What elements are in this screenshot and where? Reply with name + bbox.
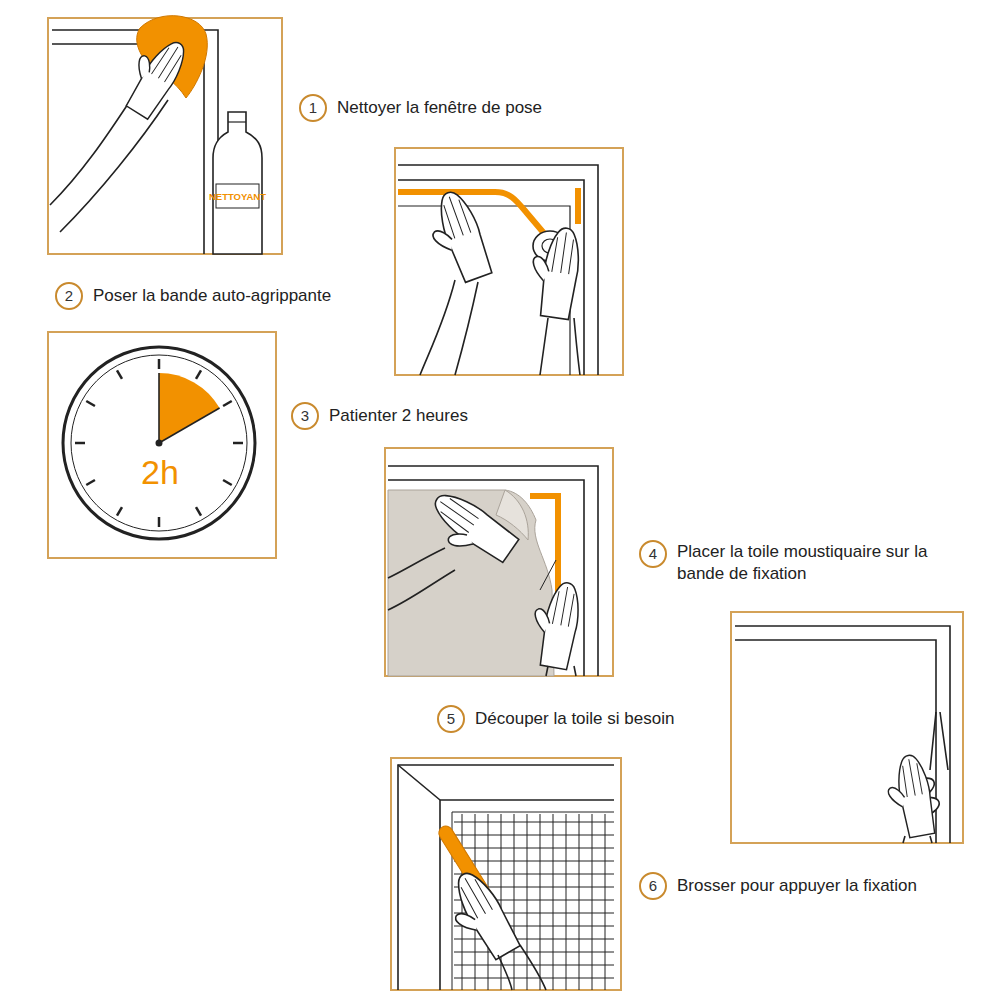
panel-clock-part-part xyxy=(117,507,122,516)
panel-clock-part-part xyxy=(86,401,95,406)
panel-brush-part-part xyxy=(454,952,614,953)
step-instruction: Patienter 2 heures xyxy=(329,405,468,427)
panel-brush-part xyxy=(398,765,440,800)
panel-mesh-part xyxy=(388,466,598,676)
panel-tape-part xyxy=(398,180,584,375)
panel-clock-part xyxy=(159,373,220,443)
panel-clean-part xyxy=(50,86,140,205)
step-circle: 5Découper la toile si besoin xyxy=(437,705,465,733)
step-instruction: Nettoyer la fenêtre de pose xyxy=(337,97,542,119)
panel-tape-part xyxy=(398,165,598,375)
panel-brush-part-part xyxy=(592,814,593,990)
panel-cut xyxy=(731,612,963,843)
panel-brush-part-part xyxy=(527,814,528,990)
panel-cut-part xyxy=(735,640,936,843)
step-instruction: Découper la toile si besoin xyxy=(475,708,674,730)
step-number: 2 xyxy=(57,284,81,308)
panel-clean-part xyxy=(228,121,246,122)
step-circle: 2Poser la bande auto-agrippante xyxy=(55,282,83,310)
panel-clock-part-part xyxy=(223,401,232,406)
panel-brush-part-part xyxy=(454,861,614,862)
bottle-label: NETTOYANT xyxy=(209,191,266,202)
panel-brush-part xyxy=(398,765,614,990)
panel-brush-part-part xyxy=(514,814,515,990)
step-number: 3 xyxy=(293,404,317,428)
panel-clock-part xyxy=(156,440,163,447)
panel-tape-part xyxy=(420,280,478,375)
panel-mesh-part xyxy=(526,578,583,670)
panel-clean-part xyxy=(60,100,168,232)
panel-tape-part xyxy=(540,318,580,375)
panel-clock-part xyxy=(159,408,220,443)
panel-clock-part-part xyxy=(158,517,161,527)
step-circle: 4Placer la toile moustiquaire sur la ban… xyxy=(639,540,667,568)
panel-brush-part-part xyxy=(454,939,614,940)
step-number: 6 xyxy=(641,874,665,898)
panel-brush-part-part xyxy=(454,965,614,966)
panel-brush-part-part xyxy=(454,835,614,836)
panel-clock-part xyxy=(48,332,276,558)
panel-tape xyxy=(395,148,623,375)
panel-cut-part xyxy=(903,836,932,843)
panel-mesh-part xyxy=(388,548,455,610)
panel-clock-part xyxy=(75,359,243,527)
panel-brush-part-part xyxy=(540,814,541,990)
panel-brush-part-part xyxy=(566,814,567,990)
panel-cut-part xyxy=(883,753,937,840)
panel-cut-part xyxy=(930,712,948,770)
panel-clean-part xyxy=(115,30,193,120)
panel-clock-part-part xyxy=(196,370,201,379)
panel-tape-part xyxy=(575,188,581,224)
panel-brush-part-part xyxy=(454,978,614,979)
panel-brush-part-part xyxy=(454,848,614,849)
panel-clock-part-part xyxy=(75,442,85,445)
step-circle: 1Nettoyer la fenêtre de pose xyxy=(299,94,327,122)
panel-mesh-part xyxy=(388,480,584,676)
panel-clock-part-part xyxy=(158,359,161,369)
panel-clock xyxy=(48,332,276,558)
panel-clock-part-part xyxy=(233,442,243,445)
panel-mesh-part xyxy=(420,486,520,575)
panel-clock-part-part xyxy=(196,507,201,516)
panel-brush xyxy=(391,758,621,990)
clock-label: 2h xyxy=(141,453,179,492)
panel-mesh-part xyxy=(540,560,556,590)
panel-tape-part xyxy=(395,148,623,375)
panel-mesh xyxy=(385,448,613,676)
step-instruction: Placer la toile moustiquaire sur la band… xyxy=(677,541,959,585)
step-circle: 3Patienter 2 heures xyxy=(291,402,319,430)
panel-mesh-part xyxy=(546,666,576,676)
panel-clock-part xyxy=(63,347,255,539)
panel-brush-part xyxy=(498,945,546,990)
step-number: 4 xyxy=(641,542,665,566)
panel-clock-part-part xyxy=(117,370,122,379)
panel-clock-part xyxy=(71,355,247,531)
panel-tape-part xyxy=(421,187,494,287)
panel-clock-part-part xyxy=(223,480,232,485)
panel-clean-part xyxy=(213,112,262,254)
panel-clock-part-part xyxy=(86,480,95,485)
panel-brush-part-part xyxy=(605,814,606,990)
panel-clock-part xyxy=(158,373,160,443)
step-number: 1 xyxy=(301,96,325,120)
panel-cut-part xyxy=(731,612,963,843)
panel-clean-part xyxy=(48,18,282,254)
step-instruction: Brosser pour appuyer la fixation xyxy=(677,875,917,897)
panel-brush-part-part xyxy=(579,814,580,990)
panel-brush-part-part xyxy=(553,814,554,990)
step-circle: 6Brosser pour appuyer la fixation xyxy=(639,872,667,900)
panel-brush-part-part xyxy=(454,822,614,823)
panel-clean xyxy=(48,16,282,254)
step-number: 5 xyxy=(439,707,463,731)
panel-mesh-part xyxy=(385,448,613,676)
panel-tape-part xyxy=(526,224,583,320)
panel-brush-part xyxy=(391,758,621,990)
step-instruction: Poser la bande auto-agrippante xyxy=(93,285,331,307)
panel-brush-part xyxy=(438,866,522,967)
panel-cut-part xyxy=(735,626,950,843)
